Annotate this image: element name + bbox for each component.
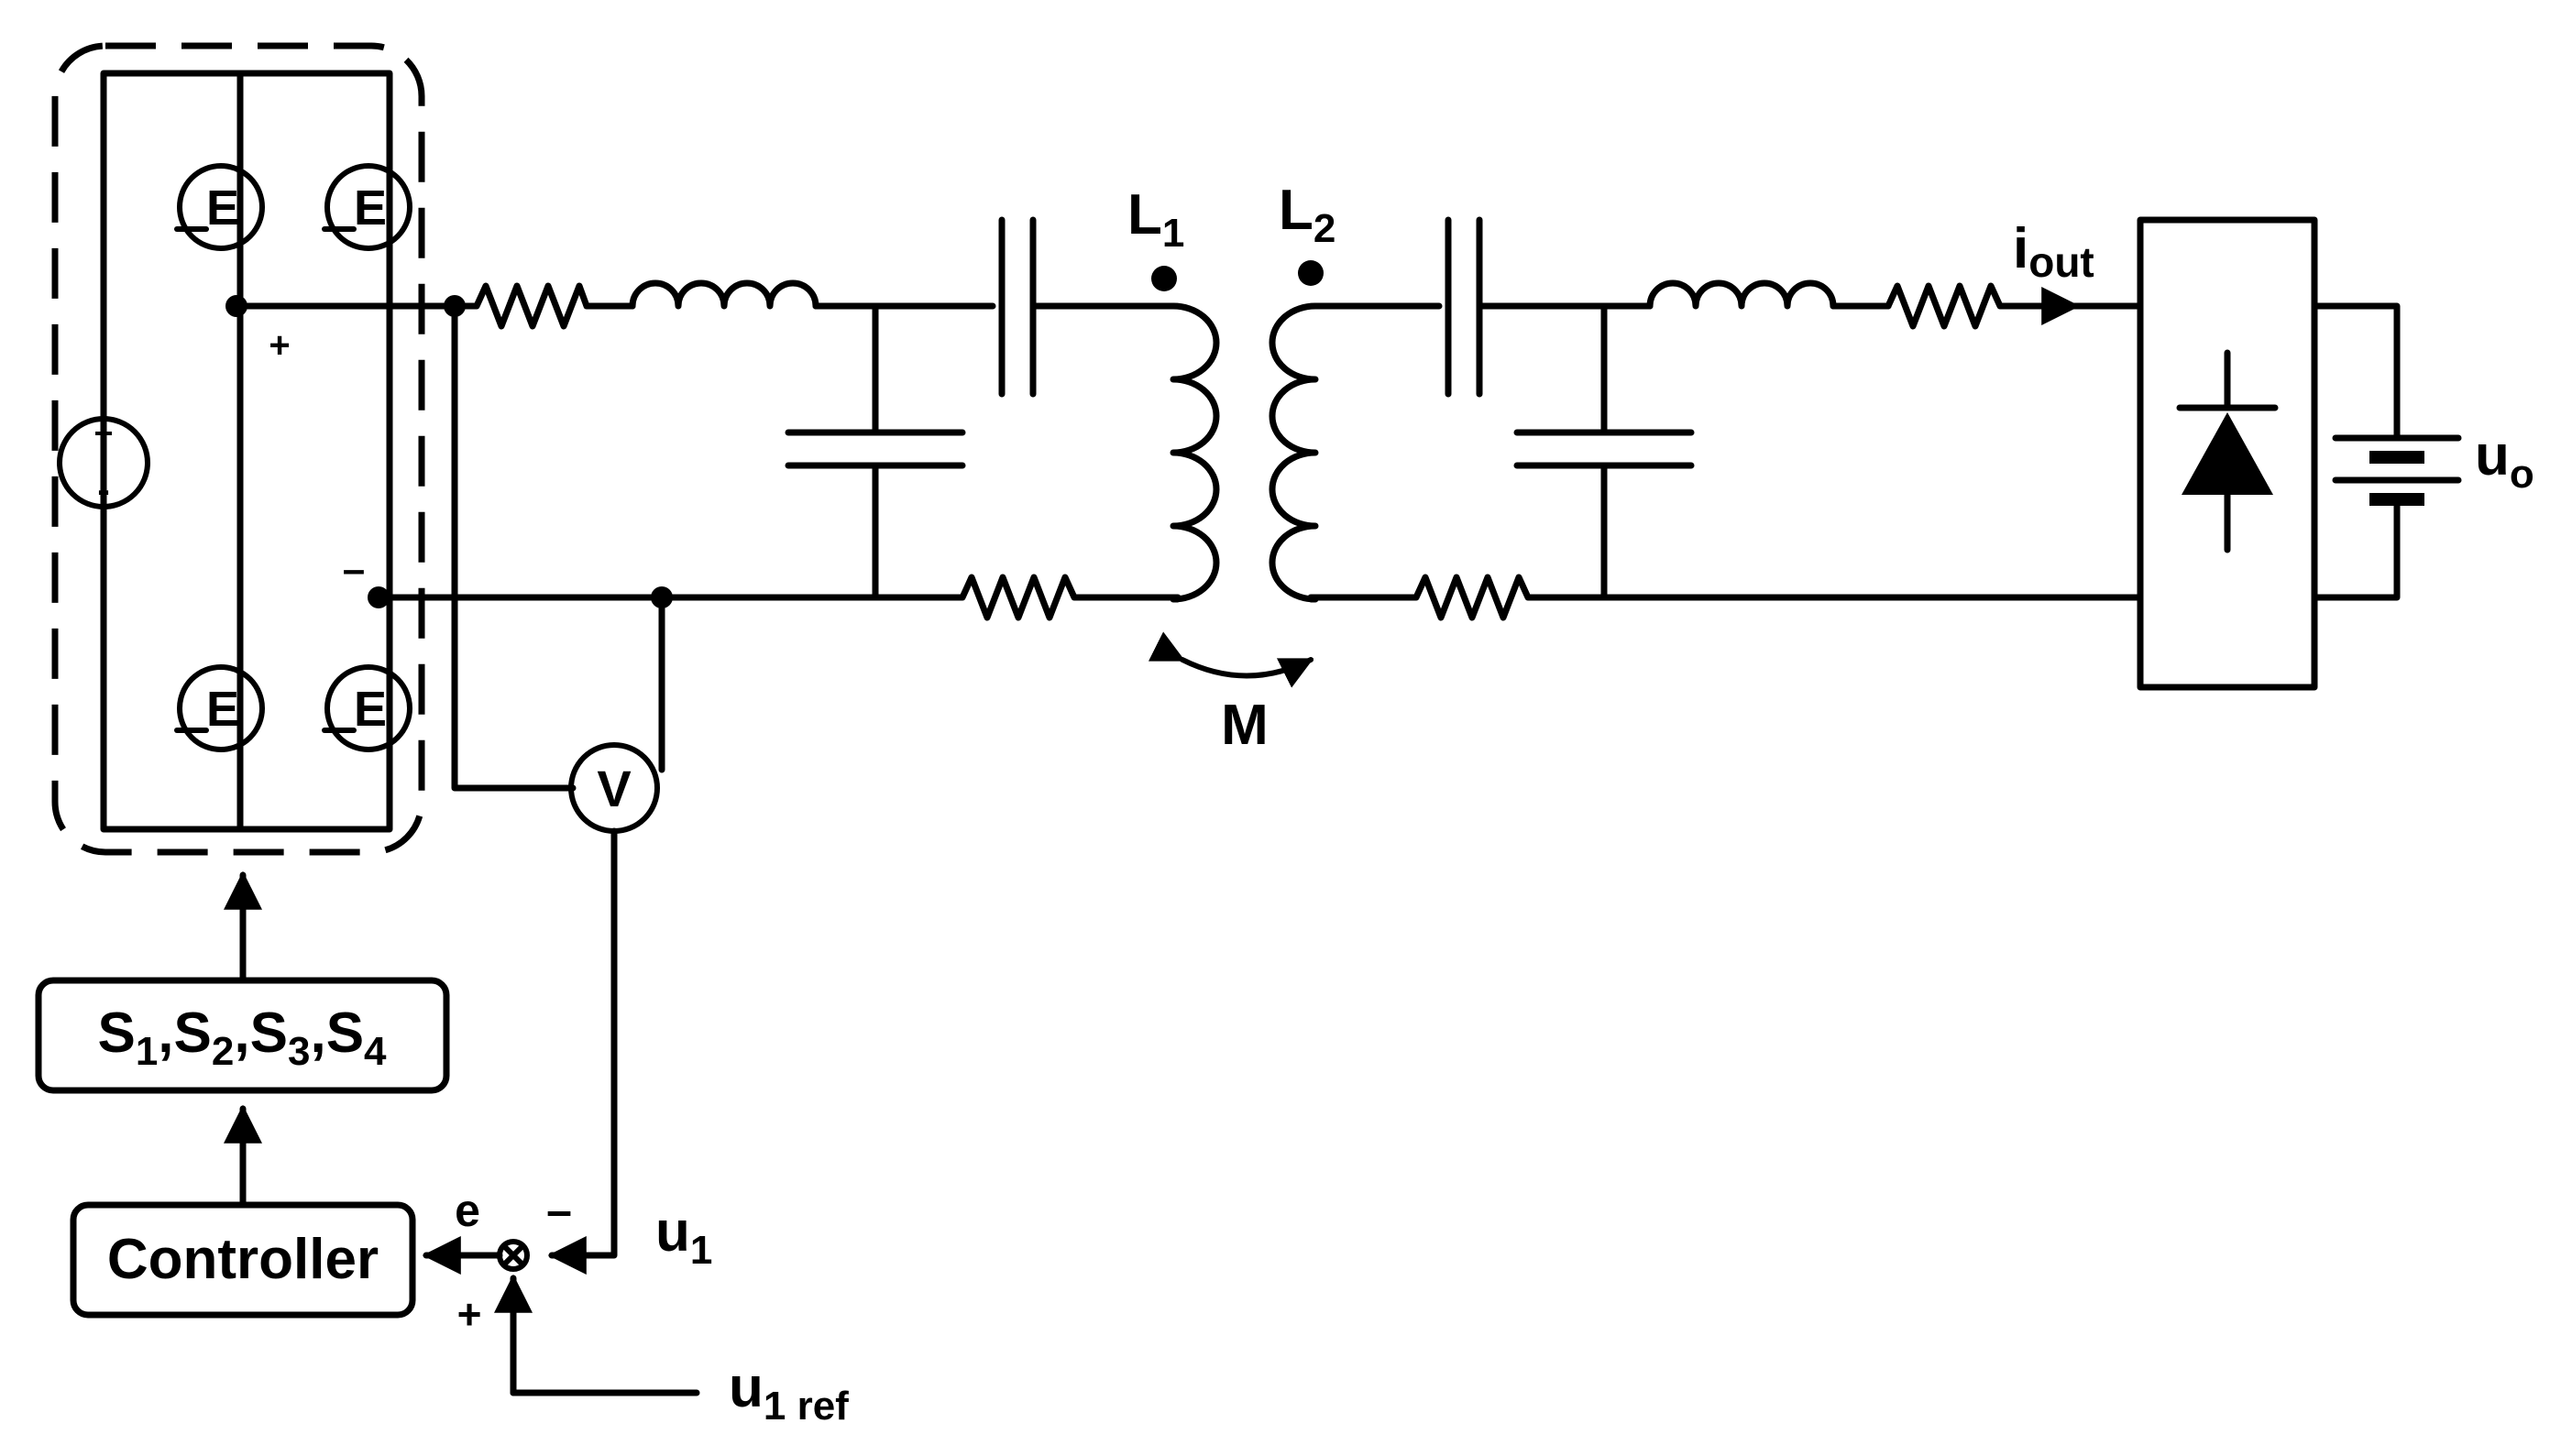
source-minus-label: - [97, 470, 109, 510]
secondary-series-resistor [1885, 282, 2020, 330]
inverter-bridge: + - E E E E + – [51, 42, 425, 856]
summing-junction-icon [497, 1239, 530, 1272]
inverter-dashed-boundary [51, 42, 425, 856]
mosfet-icon: E [322, 163, 412, 251]
battery-icon [2332, 434, 2462, 506]
dc-source-icon: + - [57, 414, 150, 510]
primary-series-inductor [629, 279, 819, 310]
switch-s2-letter: E [354, 181, 387, 235]
bridge-minus-label: – [343, 547, 365, 592]
error-label: e [455, 1185, 480, 1236]
sum-plus-label: + [457, 1290, 482, 1338]
primary-series-resistor [455, 282, 610, 330]
voltmeter-label: V [597, 760, 631, 817]
switch-s4-letter: E [354, 682, 387, 737]
l1-label: L1 [1127, 183, 1184, 256]
mutual-inductance: M [1148, 631, 1314, 757]
sum-minus-label: – [546, 1185, 572, 1236]
iout-label: iout [2013, 217, 2094, 286]
secondary-circuit: L2 iout [1269, 179, 2144, 621]
u1-label: u1 [655, 1200, 712, 1273]
secondary-return-resistor [1307, 574, 2144, 621]
mosfet-icon: E [174, 664, 265, 752]
primary-coil-l1 [1170, 302, 1220, 603]
primary-return-resistor [895, 574, 1182, 621]
switch-s1-letter: E [206, 181, 239, 235]
control-loop: V e – + u1 u1 ref Controller S1,S2,S3,S4 [35, 302, 849, 1429]
source-plus-label: + [93, 414, 113, 452]
l1-polarity-dot [1151, 266, 1177, 291]
bridge-outer-frame [100, 70, 393, 833]
primary-circuit: L1 [233, 183, 1220, 621]
mosfet-icon: E [322, 664, 412, 752]
rectifier-load: uo [2137, 216, 2534, 691]
uo-label: uo [2475, 424, 2534, 497]
switch-s3-letter: E [206, 682, 239, 737]
controller-label: Controller [107, 1228, 379, 1291]
mutual-inductance-label: M [1221, 694, 1269, 757]
l2-polarity-dot [1298, 260, 1324, 286]
secondary-coil-l2 [1269, 302, 1319, 603]
diode-icon [2176, 349, 2279, 553]
u1-ref-label: u1 ref [729, 1356, 849, 1429]
mosfet-icon: E [174, 163, 265, 251]
switch-signals-label: S1,S2,S3,S4 [97, 1002, 387, 1074]
bridge-plus-label: + [269, 325, 290, 366]
l2-label: L2 [1279, 179, 1335, 251]
secondary-series-inductor [1646, 279, 1837, 310]
rectifier-box [2137, 216, 2318, 691]
